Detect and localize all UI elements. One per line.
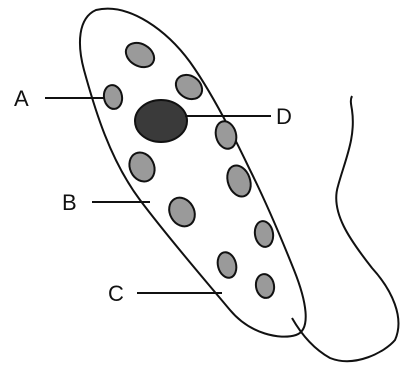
label-c: C (108, 281, 124, 306)
label-a: A (14, 86, 29, 111)
organelle (171, 70, 207, 104)
organelle (102, 84, 124, 111)
label-b: B (62, 190, 77, 215)
organelle (213, 119, 240, 151)
organelle (122, 38, 159, 72)
organelle (253, 220, 275, 249)
label-d: D (276, 104, 292, 129)
organelle (254, 273, 276, 300)
organelle (215, 250, 239, 280)
flagellum (292, 96, 398, 361)
organelle (125, 148, 159, 185)
nucleus (135, 100, 187, 142)
organelle (164, 193, 200, 231)
